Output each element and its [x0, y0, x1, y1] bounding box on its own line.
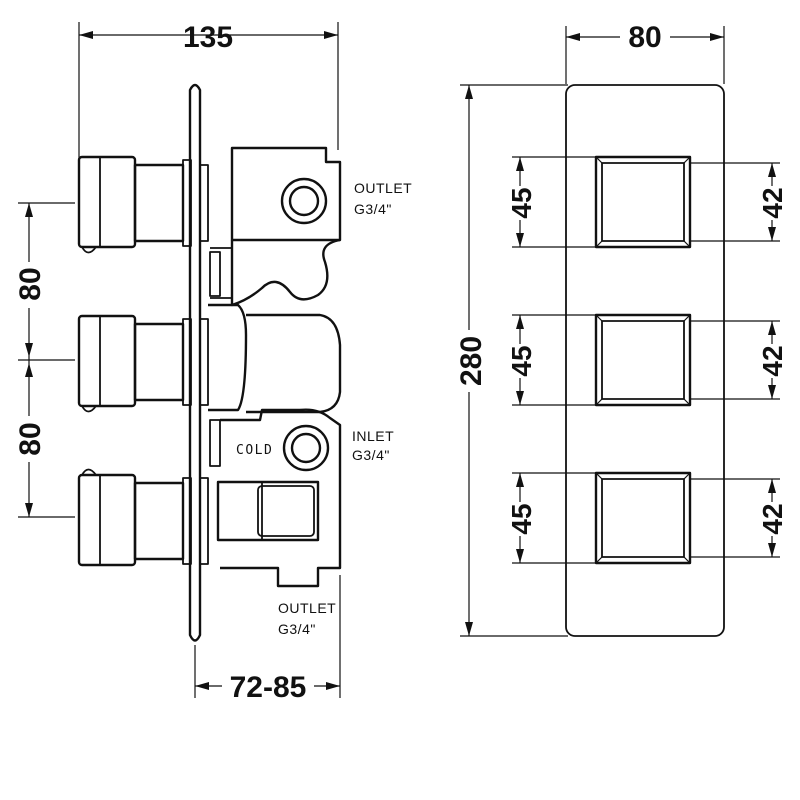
valve-body [208, 146, 342, 588]
handle-side-middle [77, 314, 209, 413]
front-view: 80 280 [455, 20, 788, 637]
handle-bottom-outer-size: 45 [506, 503, 537, 534]
handle-middle-outer-size: 45 [506, 345, 537, 376]
handle-top-outer-size: 45 [506, 187, 537, 218]
handle-bottom-inner-size: 42 [757, 503, 788, 534]
dimension-width-135: 135 [78, 21, 339, 165]
handle-front-middle: 45 42 [506, 313, 788, 407]
dimension-plate-height: 280 [455, 84, 568, 637]
outlet-top-port [280, 177, 328, 225]
side-view: 135 80 80 [14, 21, 412, 704]
handle-front-bottom: 45 42 [506, 471, 788, 565]
dimension-label-plate-height: 280 [455, 336, 488, 386]
handle-front-top: 45 42 [506, 155, 788, 249]
handle-middle-inner-size: 42 [757, 345, 788, 376]
wall-plate [188, 83, 202, 642]
dimension-label-spacing-lower: 80 [14, 422, 47, 455]
inlet-label: INLET [352, 428, 394, 444]
outlet-top-label: OUTLET [354, 180, 412, 196]
inlet-thread: G3/4" [352, 447, 390, 463]
handle-top-inner-size: 42 [757, 187, 788, 218]
dimension-label-depth: 72-85 [230, 671, 307, 704]
front-plate [565, 84, 725, 637]
outlet-top-thread: G3/4" [354, 201, 392, 217]
dimension-plate-width: 80 [565, 20, 725, 84]
inlet-port [282, 424, 330, 472]
outlet-bottom-thread: G3/4" [278, 621, 316, 637]
dimension-label-plate-width: 80 [628, 21, 661, 54]
dimension-label-width: 135 [183, 21, 233, 54]
dimension-handle-spacing: 80 80 [14, 202, 75, 518]
dimension-depth: 72-85 [194, 575, 341, 704]
handle-side-top [77, 155, 209, 254]
cold-label: COLD [236, 443, 273, 458]
outlet-bottom-label: OUTLET [278, 600, 336, 616]
handle-side-bottom [77, 468, 209, 567]
dimension-label-spacing-upper: 80 [14, 267, 47, 300]
